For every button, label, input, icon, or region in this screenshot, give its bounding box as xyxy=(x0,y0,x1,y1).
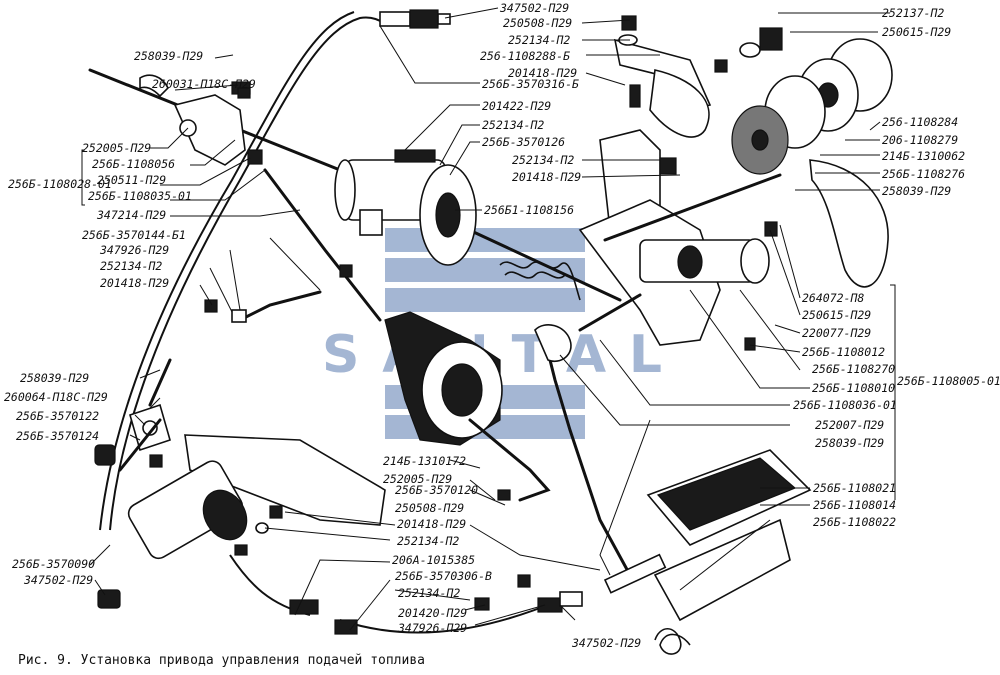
part-label: 258039-П29 xyxy=(134,49,203,63)
accelerator-pedal xyxy=(534,324,812,655)
part-label: 256Б-1108276 xyxy=(882,167,965,181)
part-label: 256Б-1108028-01 xyxy=(8,177,112,191)
part-label: 201418-П29 xyxy=(512,170,581,184)
part-label: 256Б-3570316-Б xyxy=(482,77,579,91)
labels-left: 258039-П29 260031-П18С-П29 252005-П29 25… xyxy=(4,49,256,443)
part-label: 252134-П2 xyxy=(397,534,459,548)
floor-bracket xyxy=(184,434,386,526)
part-label: 201418-П29 xyxy=(100,276,169,290)
part-label: 250615-П29 xyxy=(882,25,951,39)
fasteners xyxy=(204,87,531,611)
bottom-cable-end xyxy=(334,591,583,635)
part-label: 214Б-1310172 xyxy=(383,454,466,468)
rubber-boot xyxy=(384,311,551,502)
part-label: 258039-П29 xyxy=(20,371,89,385)
part-label: 256-1108284 xyxy=(882,115,958,129)
leader-lines xyxy=(89,7,896,631)
part-label: 256Б-3570144-Б1 xyxy=(82,228,186,242)
labels-bottom-center: 214Б-1310172 252005-П29 256Б-3570120 250… xyxy=(383,454,641,650)
part-label: 347502-П29 xyxy=(23,573,93,587)
pedal-bracket xyxy=(578,129,782,351)
labels-bottom-right: 256Б-1108021 256Б-1108014 256Б-1108022 xyxy=(813,481,896,529)
part-label: 256Б-1108022 xyxy=(813,515,896,529)
group-bracket xyxy=(81,149,85,206)
part-label: 264072-П8 xyxy=(802,291,864,305)
part-label: 201418-П29 xyxy=(508,66,577,80)
part-label: 252134-П2 xyxy=(398,586,460,600)
part-label: 256Б-1108036-01 xyxy=(793,398,897,412)
part-label: 252005-П29 xyxy=(383,472,452,486)
labels-top-center: 347502-П29 250508-П29 252134-П2 256-1108… xyxy=(480,1,581,217)
part-label: 250508-П29 xyxy=(395,501,464,515)
part-label: 214Б-1310062 xyxy=(882,149,965,163)
part-label: 250508-П29 xyxy=(503,16,572,30)
part-label: 256Б-3570090 xyxy=(12,557,95,571)
part-label: 252134-П2 xyxy=(100,259,162,273)
damper-discs xyxy=(731,38,893,288)
return-spring xyxy=(499,261,581,301)
part-label: 256Б-1108270 xyxy=(812,362,895,376)
upper-left-bracket xyxy=(139,74,263,166)
part-label: 250511-П29 xyxy=(97,173,166,187)
part-label: 347502-П29 xyxy=(571,636,641,650)
upper-right-bracket xyxy=(613,15,783,138)
part-label: 256Б1-1108156 xyxy=(484,203,574,217)
part-label: 256Б-3570306-В xyxy=(395,569,492,583)
part-label: 252137-П2 xyxy=(882,6,944,20)
lower-left-linkage xyxy=(94,358,188,498)
part-label: 347926-П29 xyxy=(397,621,467,635)
part-label: 256Б-1108010 xyxy=(812,381,895,395)
part-label: 201420-П29 xyxy=(398,606,467,620)
part-label: 347502-П29 xyxy=(499,1,569,15)
labels-right-middle: 264072-П8 250615-П29 220077-П29 256Б-110… xyxy=(793,291,1000,450)
part-label: 256Б-1108012 xyxy=(802,345,885,359)
part-label: 258039-П29 xyxy=(882,184,951,198)
part-label: 260031-П18С-П29 xyxy=(152,77,256,91)
part-label: 347214-П29 xyxy=(96,208,166,222)
part-label: 252134-П2 xyxy=(508,33,570,47)
part-label: 252007-П29 xyxy=(815,418,884,432)
part-label: 256Б-3570126 xyxy=(482,135,565,149)
center-cylinder xyxy=(334,149,477,266)
part-label: 256Б-3570120 xyxy=(395,483,478,497)
part-label: 256Б-1108021 xyxy=(813,481,896,495)
figure-caption: Рис. 9. Установка привода управления под… xyxy=(18,653,425,668)
part-label: 256-1108288-Б xyxy=(480,49,570,63)
part-label: 206А-1015385 xyxy=(392,553,475,567)
part-label: 256Б-3570124 xyxy=(16,429,99,443)
part-label: 347926-П29 xyxy=(99,243,169,257)
labels-top-right: 252137-П2 250615-П29 256-1108284 206-110… xyxy=(882,6,965,198)
part-label: 256Б-1108005-01 xyxy=(897,374,1000,388)
part-label: 206-1108279 xyxy=(882,133,958,147)
part-label: 256Б-1108035-01 xyxy=(88,189,192,203)
part-label: 201418-П29 xyxy=(397,517,466,531)
part-label: 260064-П18С-П29 xyxy=(4,390,108,404)
part-label: 258039-П29 xyxy=(815,436,884,450)
part-label: 256Б-1108014 xyxy=(813,498,896,512)
top-cable-end xyxy=(379,9,451,29)
part-label: 252134-П2 xyxy=(512,153,574,167)
part-label: 252005-П29 xyxy=(82,141,151,155)
part-label: 201422-П29 xyxy=(482,99,551,113)
labels-bottom-left: 256Б-3570090 347502-П29 xyxy=(12,557,95,587)
part-label: 256Б-3570122 xyxy=(16,409,99,423)
part-label: 256Б-1108056 xyxy=(92,157,175,171)
part-label: 250615-П29 xyxy=(802,308,871,322)
part-label: 252134-П2 xyxy=(482,118,544,132)
part-label: 220077-П29 xyxy=(802,326,871,340)
